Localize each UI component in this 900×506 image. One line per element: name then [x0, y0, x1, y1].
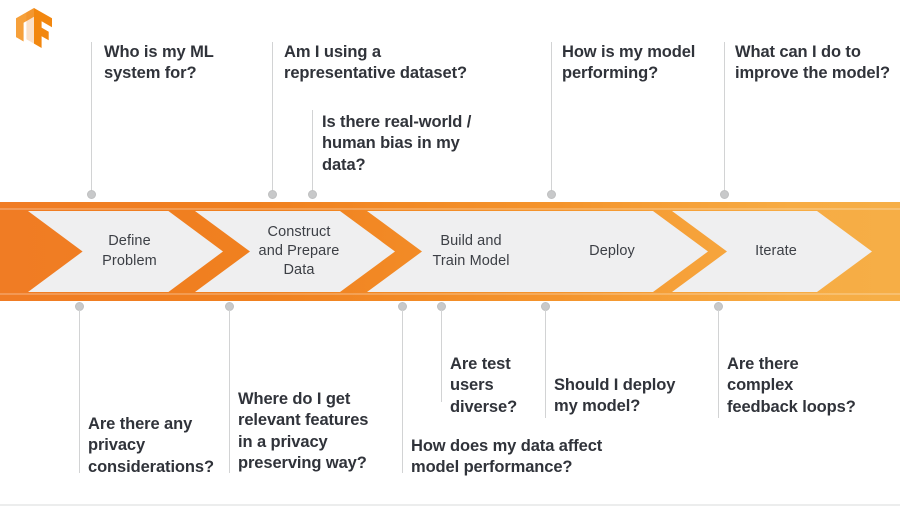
- connector-dot-above-5: [720, 190, 729, 199]
- connector-dot-above-4: [547, 190, 556, 199]
- connector-line-above-2: [272, 42, 273, 191]
- flow-step-label: Iterate: [755, 242, 797, 259]
- connector-line-below-4: [441, 310, 442, 402]
- question-how-is-my-model-performing: How is my model performing?: [562, 43, 696, 83]
- connector-line-below-2: [229, 310, 230, 473]
- band-highlight-bottom: [0, 293, 900, 295]
- connector-line-above-5: [724, 42, 725, 191]
- question-where-do-i-get-relevant-features-in-a-privacy-preserving-way: Where do I get relevant features in a pr…: [238, 390, 369, 473]
- flow-step-label: Deploy: [589, 242, 635, 259]
- question-how-does-my-data-affect-model-performance: How does my data affect model performanc…: [411, 437, 603, 477]
- connector-dot-above-2: [268, 190, 277, 199]
- question-am-i-using-a-representative-dataset: Am I using a representative dataset?: [284, 43, 467, 83]
- flow-step-label: Construct and Prepare Data: [258, 223, 340, 279]
- connector-line-below-5: [545, 310, 546, 418]
- question-are-there-any-privacy-considerations: Are there any privacy considerations?: [88, 415, 214, 476]
- connector-line-below-6: [718, 310, 719, 418]
- flow-step-label: Build and Train Model: [432, 233, 510, 269]
- connector-line-below-3: [402, 310, 403, 473]
- question-should-i-deploy-my-model: Should I deploy my model?: [554, 376, 676, 416]
- connector-line-below-1: [79, 310, 80, 473]
- flow-step-label: Define Problem: [102, 233, 157, 269]
- question-are-there-complex-feedback-loops: Are there complex feedback loops?: [727, 355, 856, 416]
- connector-dot-above-3: [308, 190, 317, 199]
- connector-line-above-1: [91, 42, 92, 191]
- question-who-is-my-ml-system-for: Who is my ML system for?: [104, 43, 214, 83]
- band-highlight-top: [0, 208, 900, 210]
- connector-line-above-3: [312, 110, 313, 191]
- question-are-test-users-diverse: Are test users diverse?: [450, 355, 518, 416]
- question-is-there-real-world-human-bias-in-my-data: Is there real-world / human bias in my d…: [322, 113, 472, 174]
- question-what-can-i-do-to-improve-the-model: What can I do to improve the model?: [735, 43, 890, 83]
- connector-dot-above-1: [87, 190, 96, 199]
- connector-line-above-4: [551, 42, 552, 191]
- tensorflow-logo: [16, 8, 52, 48]
